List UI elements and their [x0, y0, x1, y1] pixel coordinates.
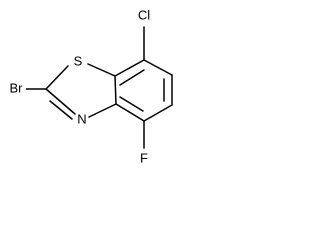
structure-canvas: Cl S Br N F: [0, 0, 189, 176]
fluorine-label: F: [140, 150, 148, 165]
chlorine-label: Cl: [138, 7, 150, 22]
bond-n-c2: [45, 88, 76, 115]
bond-c4-c3a-double: [119, 96, 144, 112]
f-label-bg: [138, 151, 150, 167]
br-label-bg: [6, 81, 26, 97]
bond-n-c2-double: [49, 100, 73, 120]
s-label-bg: [72, 54, 84, 70]
bond-c7a-c7: [114, 59, 145, 77]
sulfur-label: S: [74, 53, 83, 68]
molecule-structure: Cl S Br N F: [6, 7, 173, 167]
bond-s-c7a: [87, 63, 116, 77]
bond-c5-c4: [143, 104, 173, 122]
bond-c7a-c7-double: [119, 69, 145, 86]
atom-label-layer: Cl S Br N F: [6, 7, 154, 167]
nitrogen-label: N: [77, 111, 86, 126]
bond-c3a-n: [88, 103, 117, 118]
bond-c7a-c3a: [114, 75, 117, 105]
bromine-label: Br: [10, 80, 24, 95]
bond-layer: [24, 26, 173, 149]
bond-c7-c6: [143, 59, 173, 76]
cl-label-bg: [134, 8, 154, 24]
bond-c2-s: [45, 65, 69, 90]
n-label-bg: [76, 112, 88, 128]
bond-c4-c3a: [115, 103, 145, 122]
